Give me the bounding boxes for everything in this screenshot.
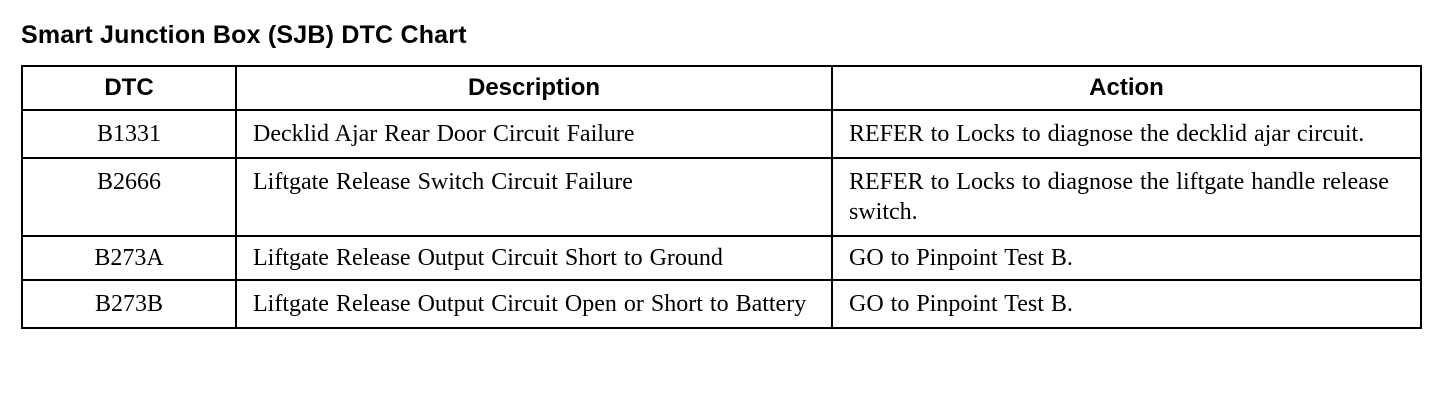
description-cell: Liftgate Release Output Circuit Short to… [235, 235, 833, 281]
table-row: B2666 Liftgate Release Switch Circuit Fa… [21, 157, 1422, 237]
description-cell: Liftgate Release Switch Circuit Failure [235, 157, 833, 237]
header-description: Description [235, 65, 833, 111]
page-title: Smart Junction Box (SJB) DTC Chart [21, 21, 467, 49]
description-cell: Liftgate Release Output Circuit Open or … [235, 279, 833, 329]
dtc-code-cell: B273B [21, 279, 237, 329]
table-row: B273B Liftgate Release Output Circuit Op… [21, 279, 1422, 329]
header-dtc: DTC [21, 65, 237, 111]
action-cell: REFER to Locks to diagnose the liftgate … [831, 157, 1422, 237]
table-row: B273A Liftgate Release Output Circuit Sh… [21, 235, 1422, 281]
dtc-code-cell: B2666 [21, 157, 237, 237]
action-cell: GO to Pinpoint Test B. [831, 235, 1422, 281]
dtc-code-cell: B1331 [21, 109, 237, 159]
description-cell: Decklid Ajar Rear Door Circuit Failure [235, 109, 833, 159]
dtc-table: DTC Description Action B1331 Decklid Aja… [21, 65, 1422, 329]
action-cell: GO to Pinpoint Test B. [831, 279, 1422, 329]
table-header-row: DTC Description Action [21, 65, 1422, 111]
action-cell: REFER to Locks to diagnose the decklid a… [831, 109, 1422, 159]
dtc-code-cell: B273A [21, 235, 237, 281]
table-row: B1331 Decklid Ajar Rear Door Circuit Fai… [21, 109, 1422, 159]
header-action: Action [831, 65, 1422, 111]
